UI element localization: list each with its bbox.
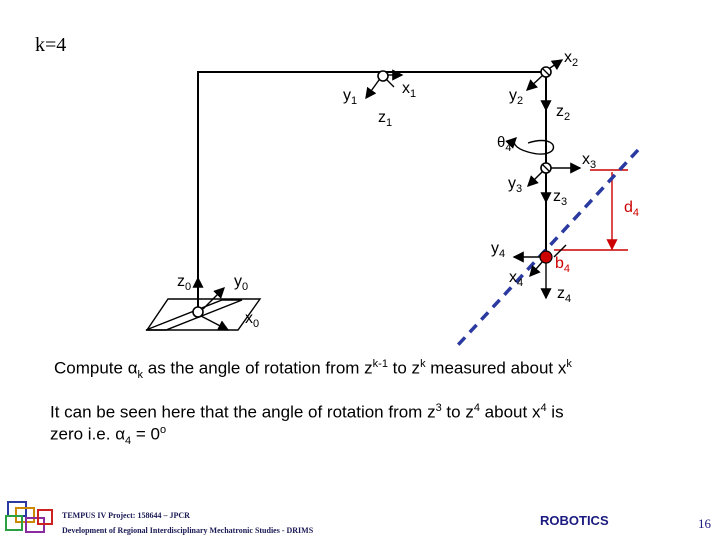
frame0-y-axis — [202, 287, 225, 310]
compute-alpha-text: Compute αk as the angle of rotation from… — [54, 358, 572, 382]
footer-subtitle: Development of Regional Interdisciplinar… — [62, 526, 314, 535]
frame1-x-label: x1 — [402, 80, 417, 100]
explanation-line2: zero i.e. α4 = 0o — [50, 424, 167, 448]
frame1-y-axis — [365, 79, 380, 100]
frame4-x-axis — [529, 260, 544, 278]
explanation-line1: It can be seen here that the angle of ro… — [50, 402, 564, 422]
frame3-y-label: y3 — [508, 175, 523, 195]
footer-project: TEMPUS IV Project: 158644 – JPCR — [62, 511, 190, 520]
frame2-z-label: z2 — [556, 103, 571, 123]
frame2-x-axis — [549, 59, 564, 71]
slide-title: k=4 — [35, 34, 67, 56]
frame0-x-axis — [200, 315, 230, 331]
x4-dashed-axis — [456, 148, 640, 347]
theta4-label: θ4 — [497, 134, 512, 154]
b4-label: b4 — [555, 255, 571, 275]
page-number: 16 — [698, 516, 711, 531]
frame2-x-label: x2 — [564, 49, 579, 69]
frame3-z-label: z3 — [553, 188, 568, 208]
arm-links — [197, 71, 547, 318]
frame4-z-label: z4 — [557, 285, 572, 305]
frame4-x-label: x4 — [509, 269, 524, 289]
frame0-y-label: y0 — [234, 273, 249, 293]
theta4-rotation-arrow — [505, 137, 554, 155]
frame2-y-label: y2 — [509, 87, 524, 107]
tempus-logo — [5, 501, 53, 533]
frame0-z-label: z0 — [177, 273, 192, 293]
frame3-y-axis — [527, 171, 543, 187]
frame1-origin — [377, 70, 389, 82]
frame4-origin — [539, 250, 553, 264]
frame3-x-label: x3 — [582, 151, 597, 171]
frame1-y-label: y1 — [343, 87, 358, 107]
frame4-y-label: y4 — [491, 240, 506, 260]
d4-label: d4 — [624, 199, 640, 219]
footer-course: ROBOTICS — [540, 513, 609, 528]
frame1-z-label: z1 — [378, 109, 393, 129]
frame2-y-axis — [525, 75, 543, 91]
frame0-x-label: x0 — [245, 310, 260, 330]
